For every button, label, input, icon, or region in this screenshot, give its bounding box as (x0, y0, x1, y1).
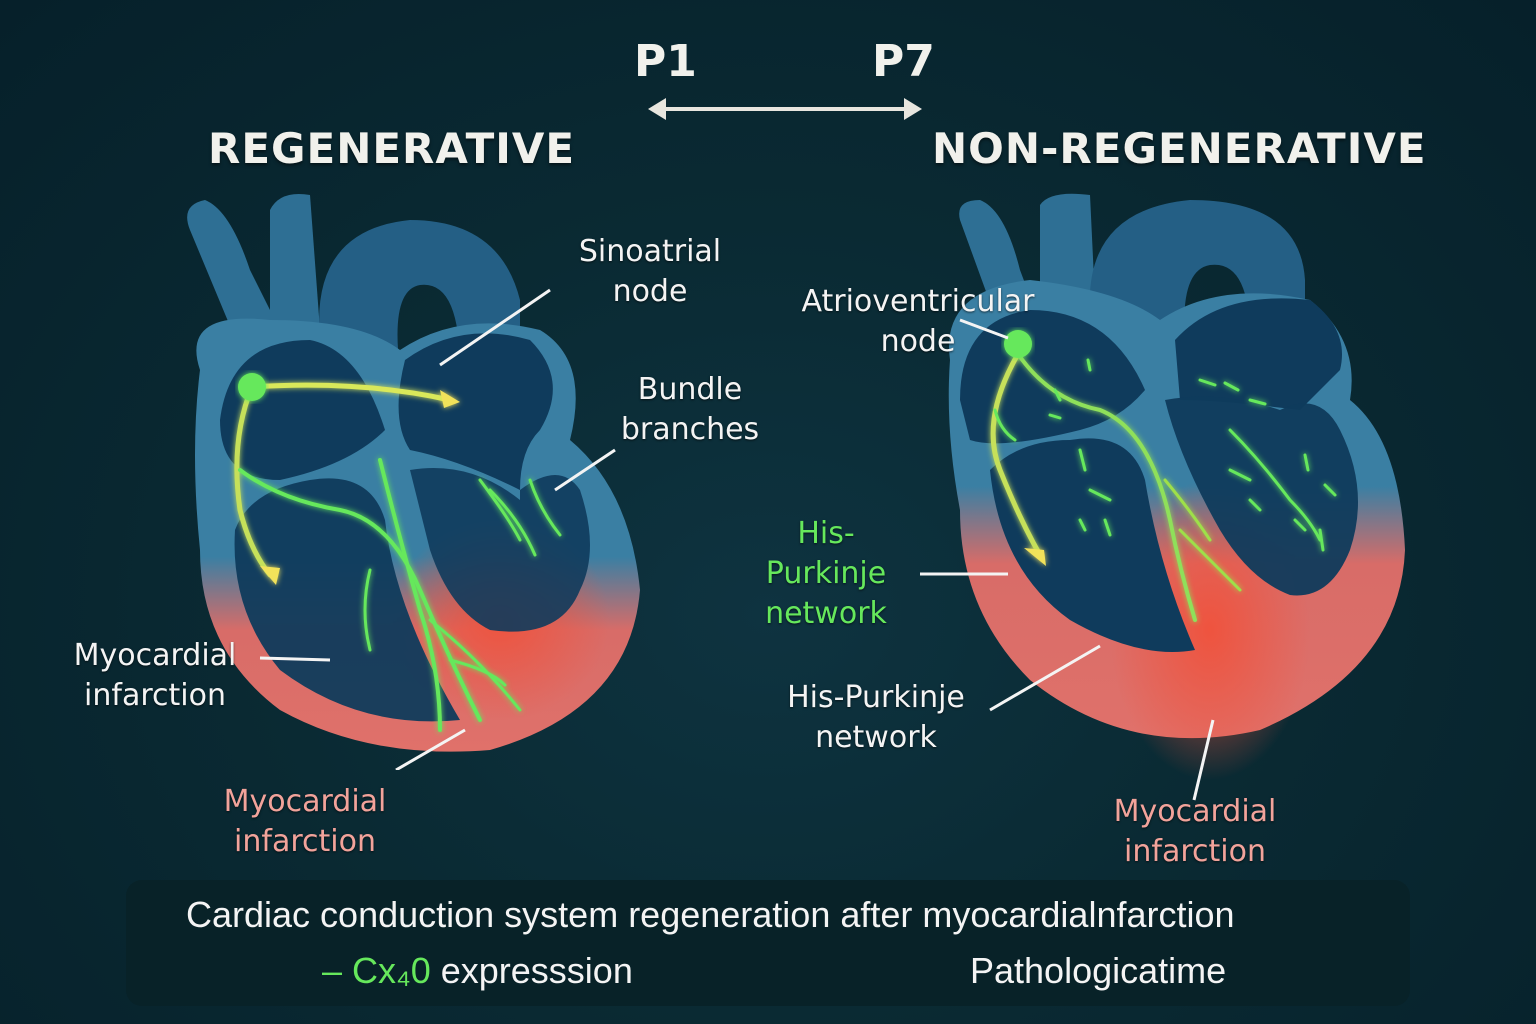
timepoint-p7-label: P7 (872, 36, 935, 87)
caption-title: Cardiac conduction system regeneration a… (186, 894, 1235, 935)
cx40-marker: – Cx₄0 (322, 950, 431, 991)
myocardial-infarction-regen-label: Myocardial infarction (223, 784, 387, 859)
double-arrow-icon (648, 98, 922, 120)
conduction-pathways (234, 382, 562, 732)
signal-arrow-atrial (249, 382, 453, 403)
caption-box: Cardiac conduction system regeneration a… (126, 880, 1410, 1006)
sinoatrial-node-label: Sinoatrial node (578, 234, 722, 309)
timepoint-p1-label: P1 (634, 36, 697, 87)
arrow-head (260, 566, 280, 585)
myocardial-infarction-left-label: Myocardial infarction (73, 638, 237, 713)
arrow-head (440, 390, 460, 408)
signal-arrow-ventricular (234, 384, 273, 578)
cx40-expression-text: expresssion (430, 950, 633, 991)
fragmented-fibers (1048, 358, 1337, 552)
regenerative-title: REGENERATIVE (208, 124, 576, 173)
non-regenerative-title: NON-REGENERATIVE (932, 124, 1427, 173)
leader-lines (920, 318, 1215, 801)
conduction-pathways (990, 351, 1337, 622)
caption-legend-cx40: – Cx₄0 expresssion (322, 950, 633, 992)
leader-lines (259, 288, 616, 770)
signal-arrow (990, 351, 1043, 558)
non-regenerative-heart-diagram (920, 193, 1405, 801)
atrioventricular-node-dot (1004, 330, 1032, 358)
his-purkinje-network-label: His-Purkinje network (787, 680, 965, 755)
heart-chambers (220, 333, 590, 722)
his-purkinje-network-green-label: His- Purkinje network (765, 516, 887, 631)
regenerative-heart-diagram (187, 194, 640, 770)
arrow-head (1024, 548, 1046, 566)
myocardial-infarction-nonregen-label: Myocardial infarction (1113, 794, 1277, 869)
caption-pathological-time: Pathologicatime (970, 950, 1227, 991)
atrioventricular-node-label: Atrioventricular node (801, 284, 1035, 359)
bundle-branches-label: Bundle branches (620, 372, 760, 447)
sinoatrial-node-dot (238, 373, 266, 401)
